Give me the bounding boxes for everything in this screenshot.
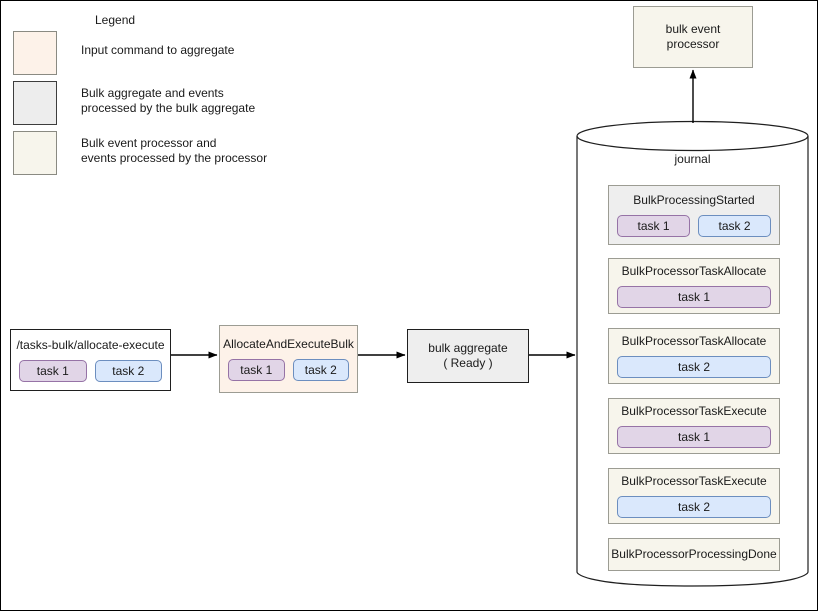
legend-row-bulk-aggregate: Bulk aggregate and events processed by t… xyxy=(13,81,255,125)
event-task-row: task 2 xyxy=(609,356,779,378)
bulk-event-processor-title-line2: processor xyxy=(666,37,720,51)
legend-row-bulk-event-processor: Bulk event processor and events processe… xyxy=(13,131,267,175)
bulk-aggregate-swatch xyxy=(13,81,57,125)
task-pill-2: task 2 xyxy=(617,496,771,518)
input-command-task-row: task 1 task 2 xyxy=(11,360,170,382)
journal-event-bulkprocessingstarted[interactable]: BulkProcessingStarted task 1 task 2 xyxy=(608,185,780,245)
legend-label-bulk-aggregate: Bulk aggregate and events processed by t… xyxy=(81,86,256,115)
event-name: BulkProcessorTaskAllocate xyxy=(621,334,767,348)
bulk-aggregate-title: bulk aggregate xyxy=(428,341,508,355)
journal-event-bulkprocessortaskexecute-task1[interactable]: BulkProcessorTaskExecute task 1 xyxy=(608,398,780,454)
event-name: BulkProcessorTaskAllocate xyxy=(621,264,767,278)
input-command-title: /tasks-bulk/allocate-execute xyxy=(16,338,165,352)
input-command-swatch xyxy=(13,31,57,75)
event-task-row: task 1 xyxy=(609,286,779,308)
task-pill-1: task 1 xyxy=(19,360,87,382)
task-pill-2: task 2 xyxy=(617,356,771,378)
task-pill-2: task 2 xyxy=(292,359,349,381)
journal-event-bulkprocessortaskexecute-task2[interactable]: BulkProcessorTaskExecute task 2 xyxy=(608,468,780,524)
input-command-box[interactable]: /tasks-bulk/allocate-execute task 1 task… xyxy=(10,329,171,391)
event-task-row: task 1 task 2 xyxy=(609,215,779,237)
bulk-event-processor-swatch xyxy=(13,131,57,175)
event-name: BulkProcessorProcessingDone xyxy=(611,547,777,561)
task-pill-1: task 1 xyxy=(228,359,285,381)
legend-label-bulk-event-processor: Bulk event processor and events processe… xyxy=(81,136,268,165)
legend-label-input-command: Input command to aggregate xyxy=(81,43,235,57)
bulk-aggregate-box[interactable]: bulk aggregate ( Ready ) xyxy=(407,329,529,383)
allocate-and-execute-bulk-title: AllocateAndExecuteBulk xyxy=(223,337,354,351)
journal-label: journal xyxy=(674,152,711,166)
journal-event-bulkprocessortaskallocate-task2[interactable]: BulkProcessorTaskAllocate task 2 xyxy=(608,328,780,384)
journal-event-bulkprocessorprocessingdone[interactable]: BulkProcessorProcessingDone xyxy=(608,538,780,571)
allocate-and-execute-bulk-task-row: task 1 task 2 xyxy=(220,359,357,381)
task-pill-1: task 1 xyxy=(617,426,771,448)
event-task-row: task 2 xyxy=(609,496,779,518)
journal-event-bulkprocessortaskallocate-task1[interactable]: BulkProcessorTaskAllocate task 1 xyxy=(608,258,780,314)
cylinder-top-ellipse xyxy=(576,120,809,152)
task-pill-2: task 2 xyxy=(698,215,771,237)
task-pill-1: task 1 xyxy=(617,286,771,308)
cylinder-body-path xyxy=(576,136,809,587)
bulk-event-processor-box[interactable]: bulk event processor xyxy=(633,6,753,68)
event-name: BulkProcessorTaskExecute xyxy=(621,404,767,418)
task-pill-1: task 1 xyxy=(617,215,690,237)
event-name: BulkProcessorTaskExecute xyxy=(621,474,767,488)
bulk-aggregate-state: ( Ready ) xyxy=(443,356,493,370)
legend-title: Legend xyxy=(95,13,136,27)
task-pill-2: task 2 xyxy=(94,360,162,382)
event-name: BulkProcessingStarted xyxy=(633,193,755,207)
bulk-event-processor-title-line1: bulk event xyxy=(665,22,721,36)
event-task-row: task 1 xyxy=(609,426,779,448)
allocate-and-execute-bulk-box[interactable]: AllocateAndExecuteBulk task 1 task 2 xyxy=(219,325,358,393)
legend-row-input-command: Input command to aggregate xyxy=(13,31,234,75)
